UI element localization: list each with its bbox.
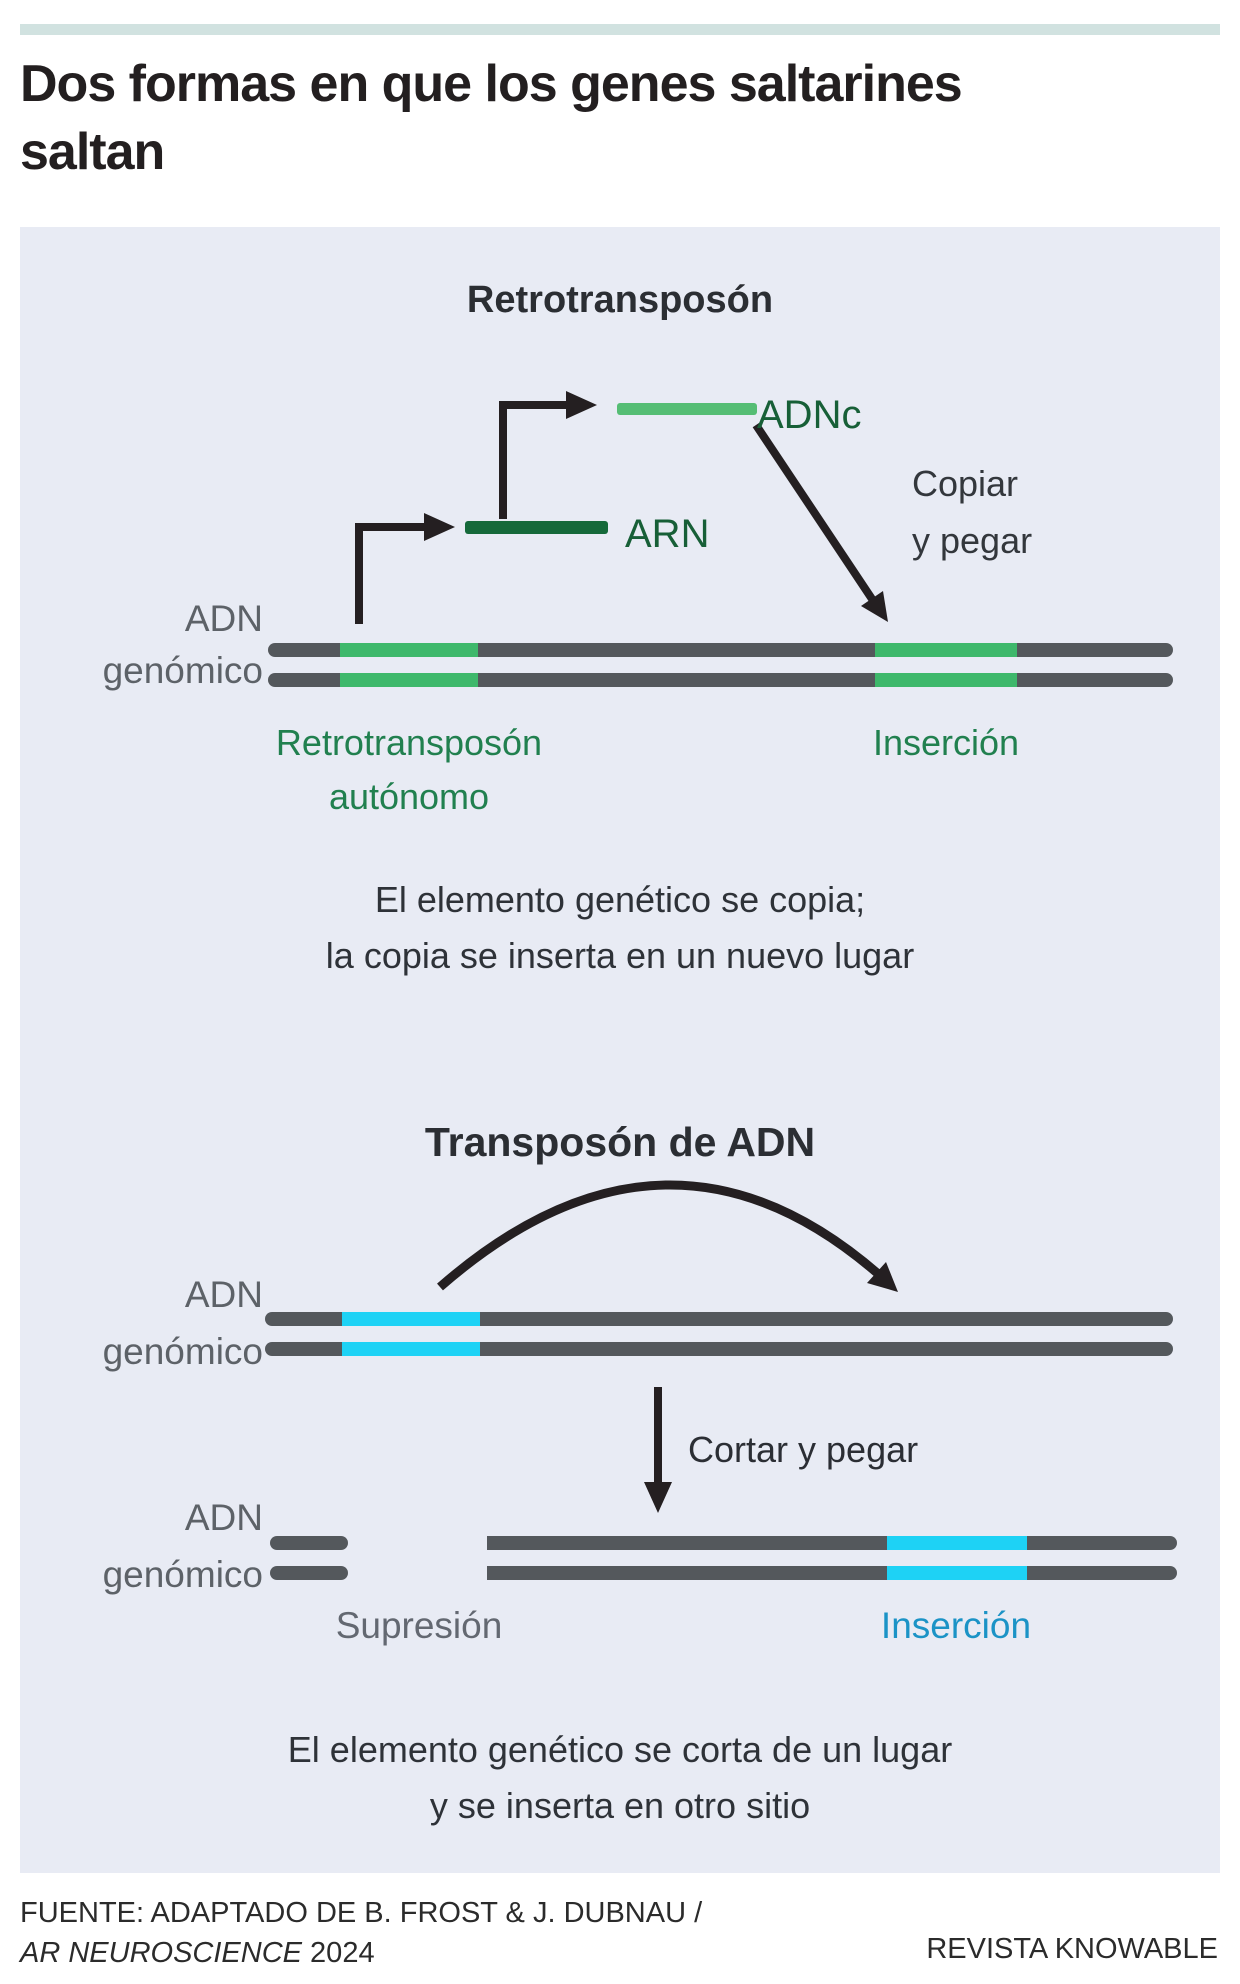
source-year: 2024	[302, 1937, 375, 1969]
arn-bar	[465, 521, 608, 534]
insertion-cyan-segment-top	[887, 1536, 1027, 1550]
genomic-dna-label-3: ADN genómico	[103, 1489, 263, 1603]
insertion-segment-top	[875, 643, 1017, 657]
genomic-dna-line2: genómico	[102, 1331, 263, 1372]
autonomous-line2: autónomo	[328, 776, 490, 817]
autonomous-retrotransposon-label: Retrotransposón autónomo	[209, 716, 609, 824]
retrotransposon-segment-bottom	[340, 673, 478, 687]
genome2-strand-top	[265, 1312, 1173, 1326]
arrow-arn-to-adnc	[499, 391, 597, 519]
source-journal: AR NEUROSCIENCE	[20, 1937, 302, 1969]
retro-caption-line1: El elemento genético se copia;	[374, 879, 866, 920]
insertion-label-green: Inserción	[872, 722, 1020, 763]
dna-transposon-heading: Transposón de ADN	[424, 1119, 816, 1165]
arrow-transposon-arc	[437, 1180, 898, 1292]
retrotransposon-heading: Retrotransposón	[466, 279, 774, 321]
source-line1: FUENTE: ADAPTADO DE B. FROST & J. DUBNAU…	[20, 1897, 703, 1929]
insertion-label-cyan: Inserción	[880, 1605, 1032, 1646]
copy-paste-label: Copiar y pegar	[912, 455, 1032, 569]
retro-caption-line2: la copia se inserta en un nuevo lugar	[325, 935, 915, 976]
genome3-strand-bottom	[487, 1566, 1177, 1580]
diagram-panel: Retrotransposón ADNc ARN Copiar y pegar …	[20, 227, 1220, 1873]
adnc-label: ADNc	[757, 393, 862, 437]
genome3-stub-bottom	[270, 1566, 348, 1580]
accent-bar	[20, 24, 1220, 35]
genome2-strand-bottom	[265, 1342, 1173, 1356]
arn-label: ARN	[625, 512, 710, 556]
page-title: Dos formas en que los genes saltarines s…	[20, 50, 1050, 186]
retro-caption: El elemento genético se copia; la copia …	[20, 872, 1220, 984]
genomic-dna-label-1: ADN genómico	[103, 593, 263, 697]
genomic-dna-label-2: ADN genómico	[103, 1266, 263, 1380]
dna-transposon-segment-bottom	[342, 1342, 480, 1356]
publication-credit: REVISTA KNOWABLE	[926, 1933, 1218, 1965]
genome3-strand-top	[487, 1536, 1177, 1550]
copy-paste-line2: y pegar	[912, 520, 1033, 561]
autonomous-line1: Retrotransposón	[275, 722, 543, 763]
cut-paste-label: Cortar y pegar	[688, 1429, 919, 1470]
retrotransposon-segment-top	[340, 643, 478, 657]
genomic-dna-line1: ADN	[184, 598, 263, 639]
arrow-adnc-to-genome	[752, 422, 888, 622]
arrow-genome-to-arn	[355, 513, 455, 624]
dna-caption-line2: y se inserta en otro sitio	[429, 1785, 811, 1826]
genome3-stub-top	[270, 1536, 348, 1550]
genomic-dna-line2: genómico	[102, 650, 263, 691]
dna-caption-line1: El elemento genético se corta de un luga…	[287, 1729, 953, 1770]
deletion-label: Supresión	[335, 1605, 503, 1646]
page-title-line1: Dos formas en que los genes saltarines	[20, 55, 963, 113]
arrow-cut-paste	[644, 1387, 672, 1513]
page-title-line2: saltan	[20, 123, 165, 181]
dna-caption: El elemento genético se corta de un luga…	[20, 1722, 1220, 1834]
adnc-bar	[617, 403, 757, 415]
insertion-segment-bottom	[875, 673, 1017, 687]
arrow-layer	[355, 391, 898, 1513]
copy-paste-line1: Copiar	[912, 463, 1019, 504]
genomic-dna-line1: ADN	[184, 1497, 263, 1538]
insertion-cyan-segment-bottom	[887, 1566, 1027, 1580]
dna-transposon-segment-top	[342, 1312, 480, 1326]
genomic-dna-line1: ADN	[184, 1274, 263, 1315]
source-credit: FUENTE: ADAPTADO DE B. FROST & J. DUBNAU…	[20, 1893, 702, 1973]
genomic-dna-line2: genómico	[102, 1554, 263, 1595]
